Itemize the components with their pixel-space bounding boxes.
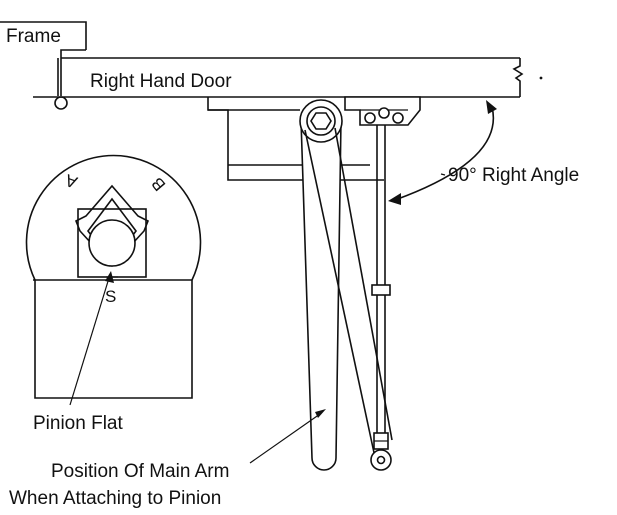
main-arm-label-line1: Position Of Main Arm	[51, 461, 229, 482]
marker-s: S	[105, 287, 116, 306]
pinion-flat-label: Pinion Flat	[33, 413, 123, 434]
main-arm	[299, 99, 343, 471]
door-label: Right Hand Door	[90, 71, 232, 92]
door	[33, 57, 543, 98]
frame-label: Frame	[6, 26, 61, 47]
angle-label: 90° Right Angle	[448, 165, 579, 186]
pinion-flat-leader	[69, 271, 114, 406]
right-angle-indicator	[388, 100, 497, 205]
main-arm-leader	[249, 409, 326, 464]
marker-a: A	[62, 170, 80, 192]
marker-b: B	[148, 174, 170, 195]
pinion-end-view	[25, 154, 202, 399]
closer-body	[207, 97, 384, 181]
rod-assembly	[370, 125, 392, 471]
main-arm-label-line2: When Attaching to Pinion	[9, 488, 221, 509]
forearm	[304, 127, 393, 463]
mounting-bracket	[344, 96, 421, 126]
